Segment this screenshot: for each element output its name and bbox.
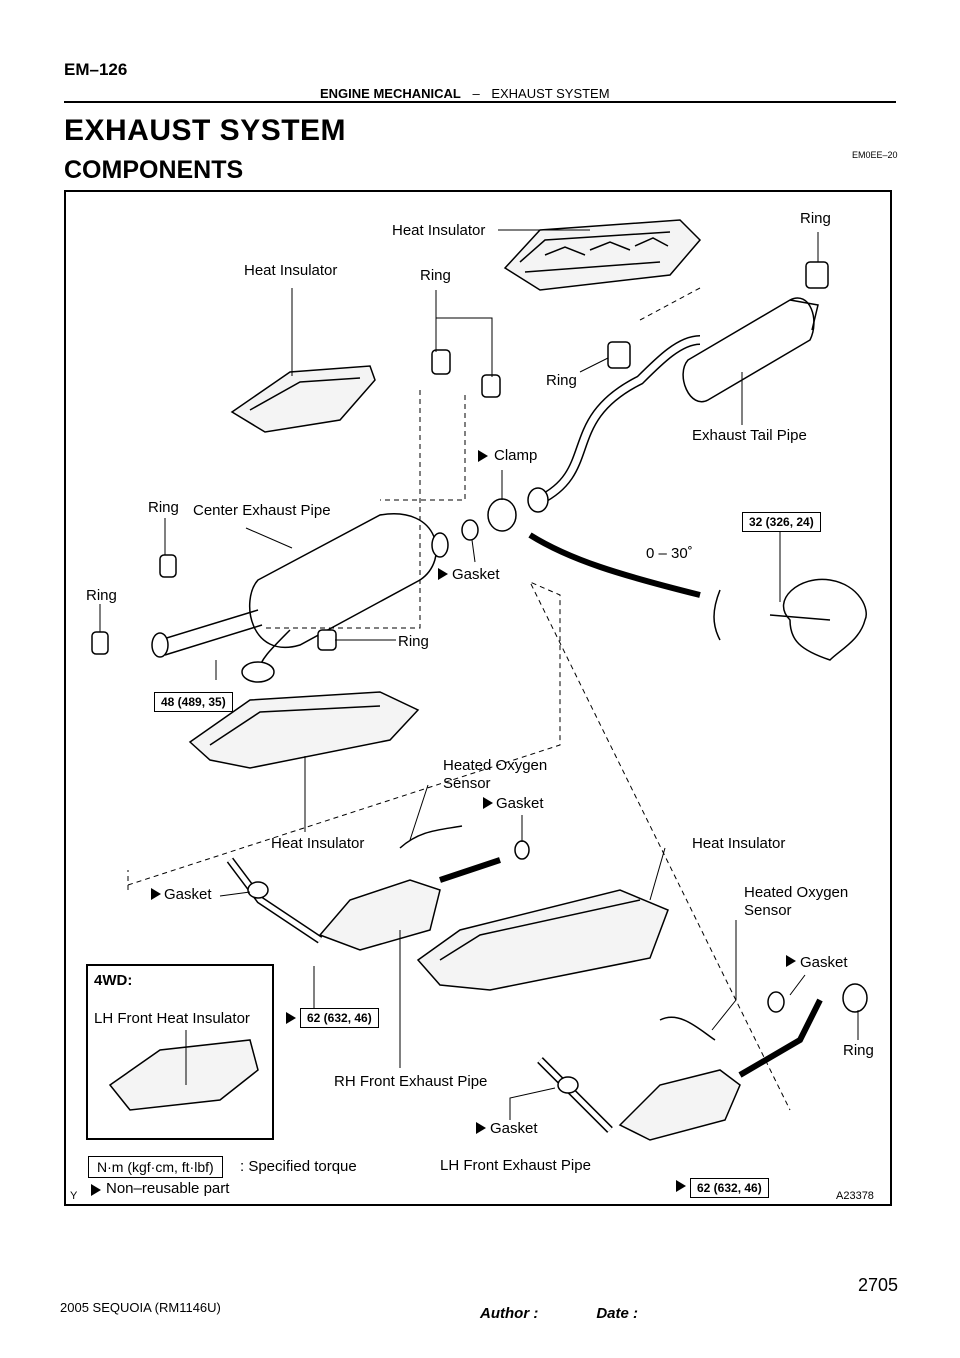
torque-48: 48 (489, 35)	[154, 692, 233, 712]
header-rule	[64, 101, 896, 103]
section-separator: –	[472, 86, 480, 101]
label-exhaust-tail-pipe: Exhaust Tail Pipe	[692, 427, 807, 444]
label-heat-insulator-mid: Heat Insulator	[271, 835, 365, 852]
inset-label: LH Front Heat Insulator	[94, 1010, 250, 1027]
label-gasket-left: Gasket	[164, 886, 212, 903]
footer-model: 2005 SEQUOIA (RM1146U)	[60, 1300, 221, 1315]
legend-torque-text: : Specified torque	[240, 1158, 357, 1175]
label-ring-center: Ring	[398, 633, 429, 650]
label-gasket-center: Gasket	[452, 566, 500, 583]
header-section: ENGINE MECHANICAL – EXHAUST SYSTEM	[320, 86, 610, 101]
corner-y: Y	[70, 1190, 78, 1202]
torque-62-a: 62 (632, 46)	[300, 1008, 379, 1028]
legend-nonreusable-text: Non–reusable part	[106, 1180, 230, 1197]
label-ring-top-right: Ring	[800, 210, 831, 227]
label-center-exhaust-pipe: Center Exhaust Pipe	[193, 502, 331, 519]
label-gasket-sensor1: Gasket	[496, 795, 544, 812]
footer-page-number: 2705	[858, 1275, 899, 1295]
label-clamp: Clamp	[494, 447, 538, 464]
label-ring-left1: Ring	[148, 499, 179, 516]
label-ring-bottom-right: Ring	[843, 1042, 874, 1059]
legend-torque-unit: N·m (kgf·cm, ft·lbf)	[88, 1156, 223, 1178]
footer-signoff: Author : Date :	[480, 1305, 638, 1322]
page-title: EXHAUST SYSTEM	[64, 114, 347, 147]
label-ring-mid: Ring	[546, 372, 577, 389]
label-heated-oxygen-sensor-2: Heated Oxygen Sensor	[744, 884, 849, 919]
label-lh-front-exhaust-pipe: LH Front Exhaust Pipe	[440, 1157, 591, 1174]
label-gasket-bottom: Gasket	[490, 1120, 538, 1137]
label-rh-front-exhaust-pipe: RH Front Exhaust Pipe	[334, 1073, 488, 1090]
label-heat-insulator-left: Heat Insulator	[244, 262, 338, 279]
label-ring-top-mid: Ring	[420, 267, 451, 284]
components-figure	[64, 190, 892, 1206]
date-label: Date :	[596, 1305, 639, 1322]
inset-4wd	[86, 964, 274, 1140]
torque-32: 32 (326, 24)	[742, 512, 821, 532]
label-gasket-right: Gasket	[800, 954, 848, 971]
subsection-name: EXHAUST SYSTEM	[491, 86, 610, 101]
page-code: EM–126	[64, 60, 128, 79]
figure-id: A23378	[836, 1190, 874, 1202]
author-label: Author :	[480, 1305, 539, 1322]
label-heat-insulator-top: Heat Insulator	[392, 222, 486, 239]
torque-62-b: 62 (632, 46)	[690, 1178, 769, 1198]
label-ring-left2: Ring	[86, 587, 117, 604]
section-name: ENGINE MECHANICAL	[320, 86, 461, 101]
label-heat-insulator-right: Heat Insulator	[692, 835, 786, 852]
inset-title: 4WD:	[94, 972, 133, 989]
page-subtitle: COMPONENTS	[64, 156, 244, 184]
reference-code: EM0EE–20	[852, 150, 898, 160]
label-angle: 0 – 30˚	[646, 545, 693, 562]
label-heated-oxygen-sensor-1: Heated Oxygen Sensor	[443, 757, 548, 792]
